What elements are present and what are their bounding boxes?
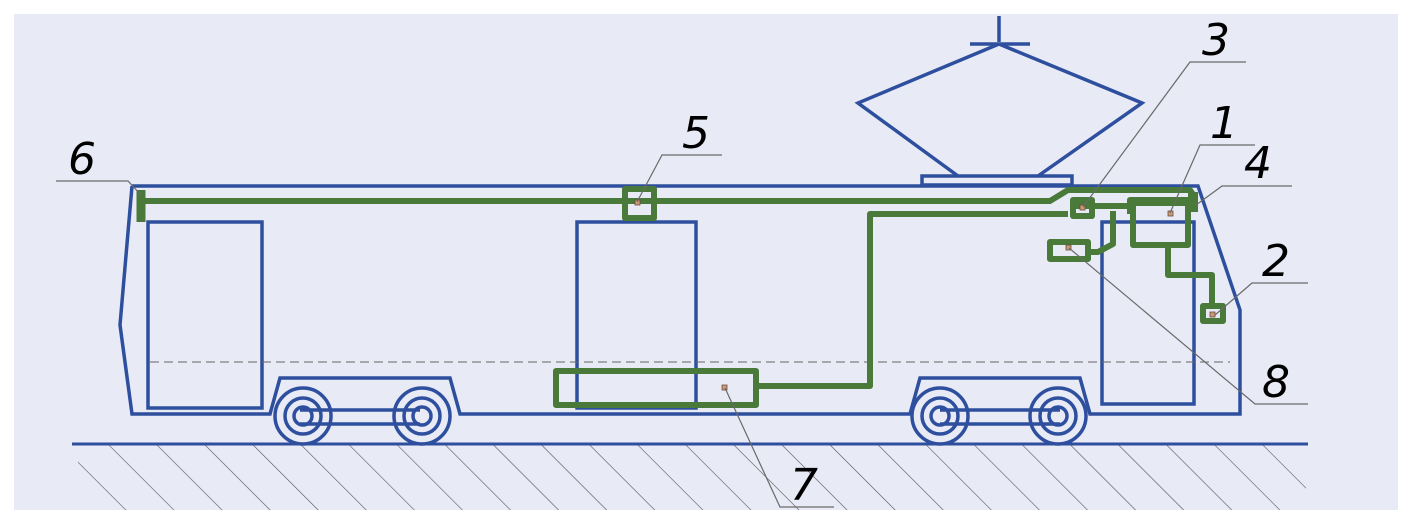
rear-bogie (273, 386, 452, 446)
wheel (910, 386, 970, 446)
ground-hatching (78, 445, 1306, 510)
callout-labels: 6 5 3 1 4 2 8 7 (68, 15, 1290, 511)
label-6: 6 (68, 134, 96, 185)
label-1: 1 (1210, 98, 1238, 149)
component-1-box (1130, 200, 1191, 248)
component-8-box (1047, 239, 1091, 262)
label-2: 2 (1262, 236, 1290, 287)
wiring-harness (136, 186, 1226, 408)
component-3-box (1070, 197, 1095, 219)
wheel (1028, 386, 1088, 446)
label-8: 8 (1262, 357, 1290, 408)
leader-lines (56, 61, 1308, 508)
component-2-box (1200, 303, 1226, 324)
front-door (1100, 220, 1196, 406)
rear-door (146, 220, 264, 410)
label-7: 7 (790, 460, 818, 511)
component-7-box (553, 368, 759, 408)
front-bogie (910, 386, 1088, 446)
label-3: 3 (1202, 15, 1230, 66)
drawing-panel (14, 14, 1398, 510)
wheel (273, 386, 333, 446)
component-4-box (1188, 192, 1198, 212)
label-4: 4 (1244, 138, 1272, 189)
label-5: 5 (682, 108, 710, 159)
component-5-box (622, 186, 657, 221)
wheel (392, 386, 452, 446)
component-markers (634, 199, 1216, 391)
